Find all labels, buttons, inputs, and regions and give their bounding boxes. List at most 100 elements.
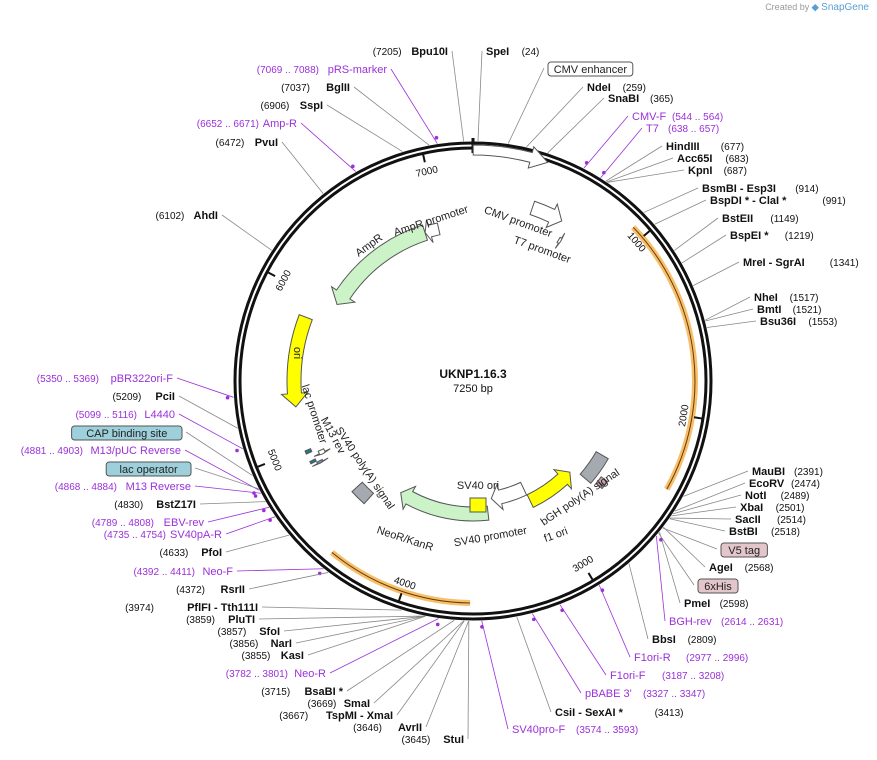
leader-sfoi (283, 615, 426, 632)
site-pos-rsrii: (4372) (176, 585, 205, 596)
orange-arc-core-0 (632, 226, 696, 490)
site-pcii: PciI(5209) (112, 391, 175, 403)
leader-mrei-sgrai (693, 261, 740, 286)
tick-label-6000: 6000 (274, 268, 294, 293)
site-spei: SpeI(24) (486, 46, 539, 58)
credit-brand: SnapGene (821, 2, 869, 13)
leader-stui (467, 620, 470, 740)
site-pos-acc65i: (683) (725, 154, 748, 165)
site-pos-f1ori-r: (2977 .. 2996) (686, 653, 748, 664)
site-box-v5-tag (720, 542, 768, 558)
leader-agei (663, 526, 706, 568)
site-stui: StuI (3645) (401, 734, 464, 746)
primer-mark-t7 (602, 170, 606, 175)
leader-bstz17i (199, 501, 266, 505)
site-bsabi: BsaBI *(3715) (261, 686, 343, 698)
leader-kpni (607, 169, 685, 183)
site-pos-bstbi: (2518) (771, 527, 800, 538)
leader-bsabi (346, 619, 455, 692)
site-name-l4440: L4440 (144, 409, 175, 421)
site-name-m13-reverse: M13 Reverse (126, 481, 191, 493)
site-name-stui: StuI (443, 734, 464, 746)
site-acc65i: Acc65I(683) (677, 153, 749, 165)
site-box-label-cap-binding-site: CAP binding site (86, 428, 167, 440)
site-smai: SmaI(3669) (307, 698, 370, 710)
leader-snabi (547, 97, 605, 154)
site-name-csii-sexai: CsiI - SexAI * (555, 707, 624, 719)
feature-neor-kanr (400, 485, 490, 522)
site-pos-pcii: (5209) (112, 392, 141, 403)
site-name-sv40pro-f: SV40pro-F (512, 724, 565, 736)
site-pos-neo-r: (3782 .. 3801) (226, 669, 288, 680)
site-pos-pvui: (6472) (215, 138, 244, 149)
site-name-rsrii: RsrII (221, 584, 245, 596)
site-snabi: SnaBI(365) (608, 93, 673, 105)
leader-kasi (307, 615, 426, 656)
tick-mark-1000 (643, 229, 652, 237)
site-neo-f: Neo-F(4392 .. 4411) (133, 566, 233, 578)
site-maubi: MauBI(2391) (752, 466, 823, 478)
leader-m13-reverse (194, 485, 261, 494)
site-name-sfoi: SfoI (259, 626, 280, 638)
backbone-outer-strand (233, 141, 713, 621)
site-name-neo-f: Neo-F (202, 566, 233, 578)
tick-label-3000: 3000 (571, 554, 596, 575)
credit-watermark: Created by ◆ SnapGene (765, 2, 869, 13)
site-name-pluti: PluTI (228, 614, 255, 626)
site-pos-pbabe-3: (3327 .. 3347) (643, 689, 705, 700)
site-lac-operator: lac operator (105, 461, 192, 477)
leader-f1ori-f (559, 604, 607, 676)
feature-label-neor-kanr: NeoR/KanR (375, 524, 435, 554)
site-pos-pluti: (3859) (186, 615, 215, 626)
site-pos-bsabi: (3715) (261, 687, 290, 698)
site-hindiii: HindIII(677) (666, 141, 744, 153)
primer-mark-amp-r (351, 164, 355, 169)
site-name-spei: SpeI (486, 46, 509, 58)
leader-amp-r (300, 122, 357, 172)
site-m13-reverse: M13 Reverse(4868 .. 4884) (55, 481, 191, 493)
tick-mark-3000 (587, 572, 594, 582)
tick-mark-2000 (693, 416, 704, 420)
leader-sv40pa-r (225, 516, 276, 535)
feature-t7-promoter (554, 232, 566, 249)
site-name-sv40pa-r: SV40pA-R (170, 529, 222, 541)
site-name-m13-puc-reverse: M13/pUC Reverse (91, 445, 181, 457)
primer-mark-bgh-rev (659, 537, 663, 542)
site-csii-sexai: CsiI - SexAI * (3413) (555, 707, 684, 719)
site-pos-amp-r: (6652 .. 6671) (197, 119, 259, 130)
site-pbr322ori-f: pBR322ori-F(5350 .. 5369) (37, 373, 174, 385)
site-name-pvui: PvuI (255, 137, 278, 149)
feature-label-ori: ori (291, 347, 303, 359)
feature-sv40-poly-a-signal (351, 481, 375, 505)
leader-pcii (178, 395, 238, 429)
primer-mark-pbabe-3 (531, 617, 536, 622)
site-pos-bbsi: (2809) (688, 635, 717, 646)
backbone (233, 141, 713, 621)
snapgene-logo-icon: ◆ (811, 2, 819, 12)
feature-lac-promoter (313, 448, 331, 457)
credit-prefix: Created by (765, 2, 810, 12)
site-name-pmei: PmeI (684, 598, 710, 610)
primer-mark-m13-reverse (253, 494, 258, 498)
site-pos-csii-sexai: (3413) (655, 708, 684, 719)
site-pos-stui: (3645) (401, 735, 430, 746)
site-pos-snabi: (365) (650, 94, 673, 105)
tick-label-2000: 2000 (677, 403, 692, 427)
site-cap-binding-site: CAP binding site (71, 425, 183, 441)
site-f1ori-f: F1ori-F(3187 .. 3208) (610, 670, 724, 682)
site-kpni: KpnI(687) (688, 165, 747, 177)
tick-mark-5000 (256, 462, 266, 469)
site-name-hindiii: HindIII (666, 141, 700, 153)
site-bpu10i: Bpu10I(7205) (373, 46, 448, 58)
leader-nhei (704, 296, 751, 321)
site-bmti: BmtI(1521) (757, 304, 822, 316)
site-m13-puc-reverse: M13/pUC Reverse(4881 .. 4903) (21, 445, 181, 457)
site-name-xbai: XbaI (740, 502, 763, 514)
feature-label-f1-ori: f1 ori (542, 525, 569, 545)
site-name-cmv-f: CMV-F (632, 111, 667, 123)
leader-noti (672, 494, 742, 515)
site-name-kasi: KasI (281, 650, 304, 662)
site-box-label-cmv-enhancer: CMV enhancer (554, 64, 628, 76)
site-pos-ebv-rev: (4789 .. 4808) (92, 518, 154, 529)
